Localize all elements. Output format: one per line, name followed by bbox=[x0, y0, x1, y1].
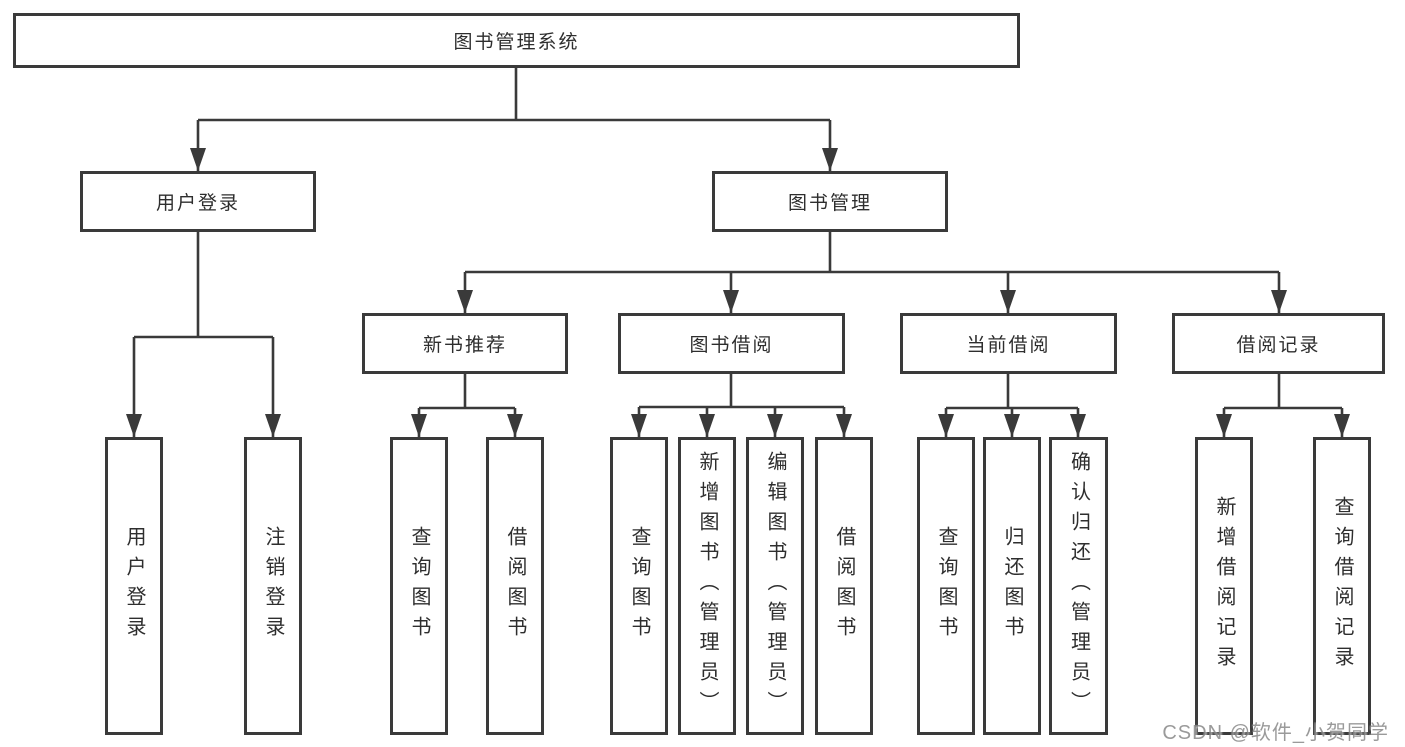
leaf-label: 注销登录 bbox=[262, 526, 284, 646]
leaf-borrow-books: 借阅图书 bbox=[815, 437, 873, 735]
leaf-label: 查询图书 bbox=[628, 526, 650, 646]
leaf-label: 查询借阅记录 bbox=[1331, 496, 1353, 676]
node-label: 用户登录 bbox=[155, 193, 240, 214]
leaf-user-login: 用户登录 bbox=[105, 437, 163, 735]
leaf-label: 归还图书 bbox=[1001, 526, 1023, 646]
leaf-query-books-current: 查询图书 bbox=[917, 437, 975, 735]
leaf-label: 新增图书（管理员） bbox=[696, 451, 718, 721]
node-new-book-recommend: 新书推荐 bbox=[362, 313, 568, 374]
node-label: 当前借阅 bbox=[966, 335, 1051, 356]
leaf-confirm-return-admin: 确认归还（管理员） bbox=[1049, 437, 1108, 735]
leaf-label: 借阅图书 bbox=[833, 526, 855, 646]
node-label: 图书管理系统 bbox=[453, 32, 580, 53]
node-book-management: 图书管理 bbox=[712, 171, 948, 232]
node-library-management-system: 图书管理系统 bbox=[13, 13, 1020, 68]
leaf-label: 编辑图书（管理员） bbox=[764, 451, 786, 721]
leaf-add-book-admin: 新增图书（管理员） bbox=[678, 437, 736, 735]
node-label: 借阅记录 bbox=[1236, 335, 1321, 356]
leaf-query-borrow-record: 查询借阅记录 bbox=[1313, 437, 1371, 735]
leaf-label: 查询图书 bbox=[408, 526, 430, 646]
leaf-add-borrow-record: 新增借阅记录 bbox=[1195, 437, 1253, 735]
leaf-label: 查询图书 bbox=[935, 526, 957, 646]
leaf-label: 借阅图书 bbox=[504, 526, 526, 646]
leaf-edit-book-admin: 编辑图书（管理员） bbox=[746, 437, 804, 735]
node-borrow-record: 借阅记录 bbox=[1172, 313, 1385, 374]
node-label: 图书借阅 bbox=[689, 335, 774, 356]
node-book-borrow: 图书借阅 bbox=[618, 313, 845, 374]
leaf-return-book: 归还图书 bbox=[983, 437, 1041, 735]
node-label: 新书推荐 bbox=[422, 335, 507, 356]
leaf-borrow-books-recommend: 借阅图书 bbox=[486, 437, 544, 735]
leaf-query-books-borrow: 查询图书 bbox=[610, 437, 668, 735]
leaf-logout: 注销登录 bbox=[244, 437, 302, 735]
node-label: 图书管理 bbox=[787, 193, 872, 214]
node-current-borrow: 当前借阅 bbox=[900, 313, 1117, 374]
leaf-label: 用户登录 bbox=[123, 526, 145, 646]
leaf-query-books-recommend: 查询图书 bbox=[390, 437, 448, 735]
csdn-watermark: CSDN @软件_小贺同学 bbox=[1162, 722, 1389, 744]
leaf-label: 新增借阅记录 bbox=[1213, 496, 1235, 676]
leaf-label: 确认归还（管理员） bbox=[1067, 451, 1090, 721]
node-user-login: 用户登录 bbox=[80, 171, 316, 232]
